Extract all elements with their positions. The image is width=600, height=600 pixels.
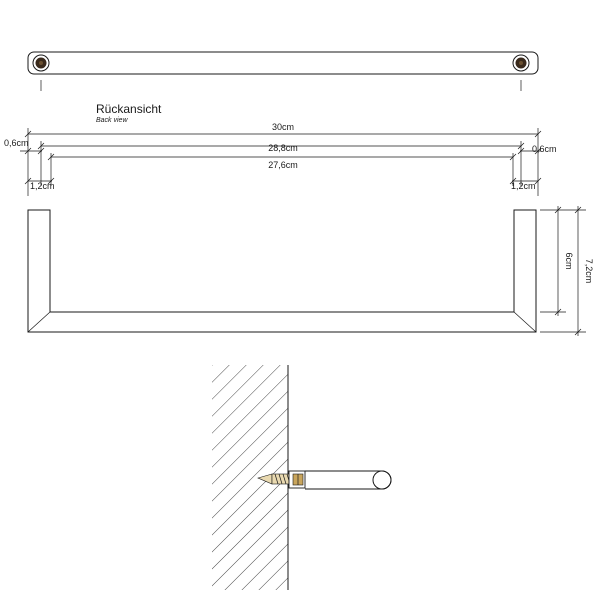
screw-thread <box>274 473 279 485</box>
tick <box>554 206 562 214</box>
dim-label-leg-right: 1,2cm <box>511 181 536 191</box>
tick <box>24 147 32 155</box>
dim-label-inner: 27,6cm <box>268 160 298 170</box>
screw <box>257 473 295 485</box>
screw-thread <box>278 473 283 485</box>
dim-label-overall-height: 7,2cm <box>584 259 594 284</box>
tick <box>509 153 517 161</box>
corner-bevel-right <box>513 311 537 333</box>
tick <box>24 130 32 138</box>
mount-dot-right-center <box>519 61 523 65</box>
tick <box>47 177 55 185</box>
dim-label-center: 28,8cm <box>268 143 298 153</box>
dim-label-offset-right: 0,6cm <box>532 144 557 154</box>
dim-label-offset-left: 0,6cm <box>4 138 29 148</box>
bar-back-outline <box>27 209 537 333</box>
mount-point-right <box>512 54 530 72</box>
tick <box>47 153 55 161</box>
dim-label-overall: 30cm <box>272 122 294 132</box>
dim-label-inner-height: 6cm <box>564 252 574 269</box>
top-view <box>27 51 539 91</box>
corner-bevel-left <box>27 311 51 333</box>
tick <box>574 206 582 214</box>
tick <box>574 328 582 336</box>
tick <box>534 147 542 155</box>
tick <box>534 177 542 185</box>
tick <box>509 177 517 185</box>
screw-thread <box>282 473 287 485</box>
mount-dot-left-center <box>39 61 43 65</box>
tick <box>37 142 45 150</box>
bar-rod-end <box>372 470 392 490</box>
view-subtitle: Back view <box>96 117 128 124</box>
mount-detail <box>257 470 392 490</box>
tick <box>24 177 32 185</box>
tick <box>554 308 562 316</box>
back-view <box>27 209 537 333</box>
dim-label-leg-left: 1,2cm <box>30 181 55 191</box>
tick <box>517 142 525 150</box>
mount-point-left <box>32 54 50 72</box>
tick <box>37 147 45 155</box>
tick <box>534 130 542 138</box>
view-title: Rückansicht <box>96 102 162 116</box>
bar-top-outline <box>27 51 539 75</box>
height-dimensions: 6cm 7,2cm <box>540 206 594 336</box>
width-dimensions: 30cm 28,8cm 27,6cm 0,6cm 0,6cm 1,2cm 1,2… <box>4 122 557 196</box>
tick <box>517 147 525 155</box>
bar-rod-side <box>305 470 392 490</box>
